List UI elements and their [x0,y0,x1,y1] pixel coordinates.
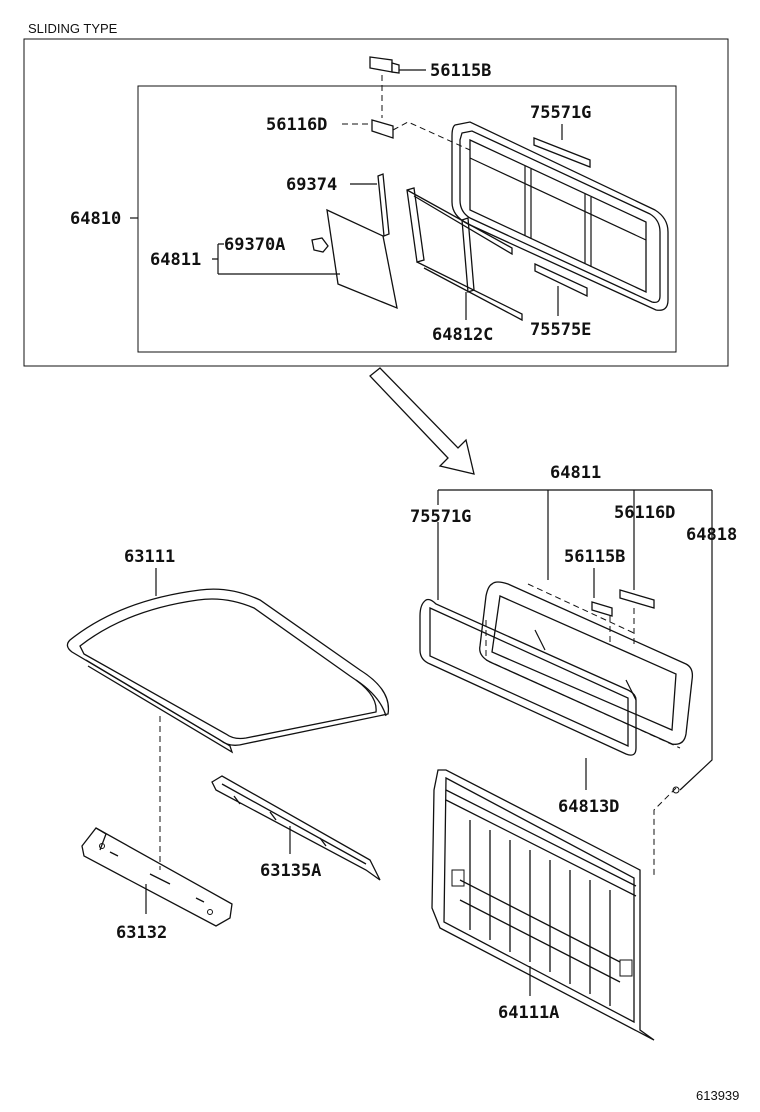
inset-outer-frame [23,38,729,367]
label-64812c: 64812C [432,325,493,345]
label-63135a: 63135A [260,861,321,881]
label-56115b-main: 56115B [564,547,625,567]
explode-arrow [369,367,475,475]
label-64111a: 64111A [498,1003,559,1023]
label-64813d: 64813D [558,797,619,817]
sliding-window-frame-drawing [451,121,669,311]
lower-frame-64812c-drawing [406,187,523,322]
sliding-glass-panel-drawing [326,208,398,310]
latch-69370a-drawing [311,237,329,253]
label-64810: 64810 [70,209,121,229]
label-64811: 64811 [550,463,601,483]
label-75575e: 75575E [530,320,591,340]
label-69370a: 69370A [224,235,285,255]
label-64811-inset: 64811 [150,250,201,270]
label-75571g: 75571G [530,103,591,123]
rail-63135a-drawing [211,775,381,881]
figure-number: 613939 [696,1088,739,1103]
label-56116d-main: 56116D [614,503,675,523]
label-63132: 63132 [116,923,167,943]
clip-56115b-main-drawing [591,601,613,617]
weatherstrip-64813d-drawing [419,598,637,756]
clip-56116d-main-drawing [619,589,655,609]
clip-56116d-drawing [342,119,471,151]
rear-window-glass-drawing [479,581,694,749]
channel-69374-drawing [377,173,390,237]
weatherstrip-75575e-drawing [534,262,588,298]
label-69374: 69374 [286,175,337,195]
inset-caption: SLIDING TYPE [28,21,118,36]
label-75571g-main: 75571G [410,507,471,527]
back-panel-64111a-drawing [431,769,655,1041]
sliding-type-inset: SLIDING TYPE 56115B 56116D 75571G [23,21,729,367]
weatherstrip-75571g-drawing [533,137,591,168]
roof-panel-63111-drawing [66,588,390,754]
label-63111: 63111 [124,547,175,567]
main-diagram: 64811 75571G 56116D 64818 56115B 64813D [66,463,737,1041]
inset-inner-frame [137,85,677,353]
clip-64818-drawing [672,786,680,794]
clip-56115b-drawing [369,56,426,118]
label-56116d: 56116D [266,115,327,135]
bracket-63132-drawing [81,827,233,927]
label-64818: 64818 [686,525,737,545]
label-56115b: 56115B [430,61,491,81]
